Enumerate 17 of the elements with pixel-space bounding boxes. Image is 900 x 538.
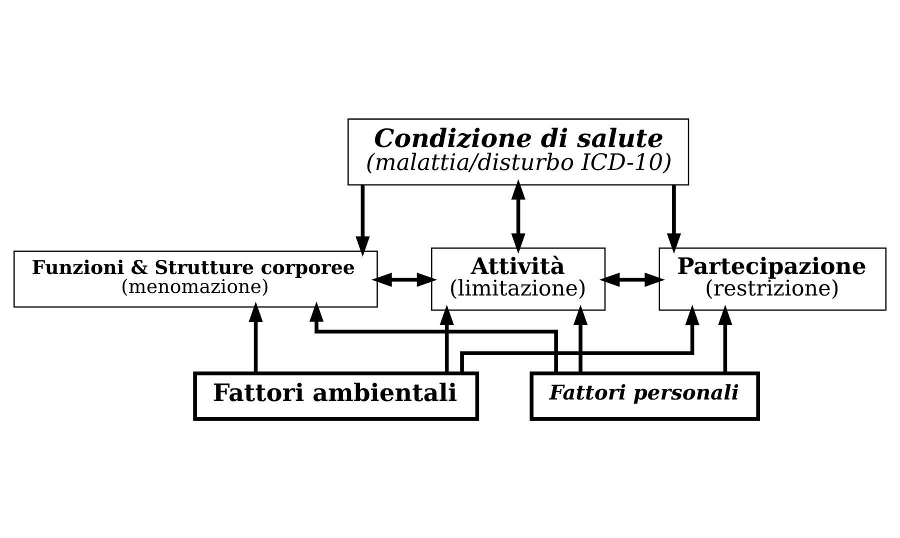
arrow (372, 272, 438, 287)
arrow (718, 304, 732, 374)
arrow (309, 301, 558, 374)
arrow (248, 302, 263, 374)
node-box: Funzioni & Strutture corporee (menomazione) (13, 250, 378, 308)
arrow (511, 179, 526, 254)
arrow (599, 272, 665, 287)
node-box: Fattori ambientali (193, 372, 480, 421)
node-box: Attività (limitazione) (431, 247, 606, 311)
arrow (356, 185, 370, 257)
node-box: Fattori personali (530, 372, 760, 421)
node-box: Partecipazione (restrizione) (658, 247, 887, 311)
arrow (666, 185, 682, 254)
arrow (440, 304, 454, 374)
arrow (460, 304, 700, 374)
node-box: Condizione di salute (malattia/disturbo ICD-10) (348, 118, 690, 186)
arrow (573, 304, 588, 374)
